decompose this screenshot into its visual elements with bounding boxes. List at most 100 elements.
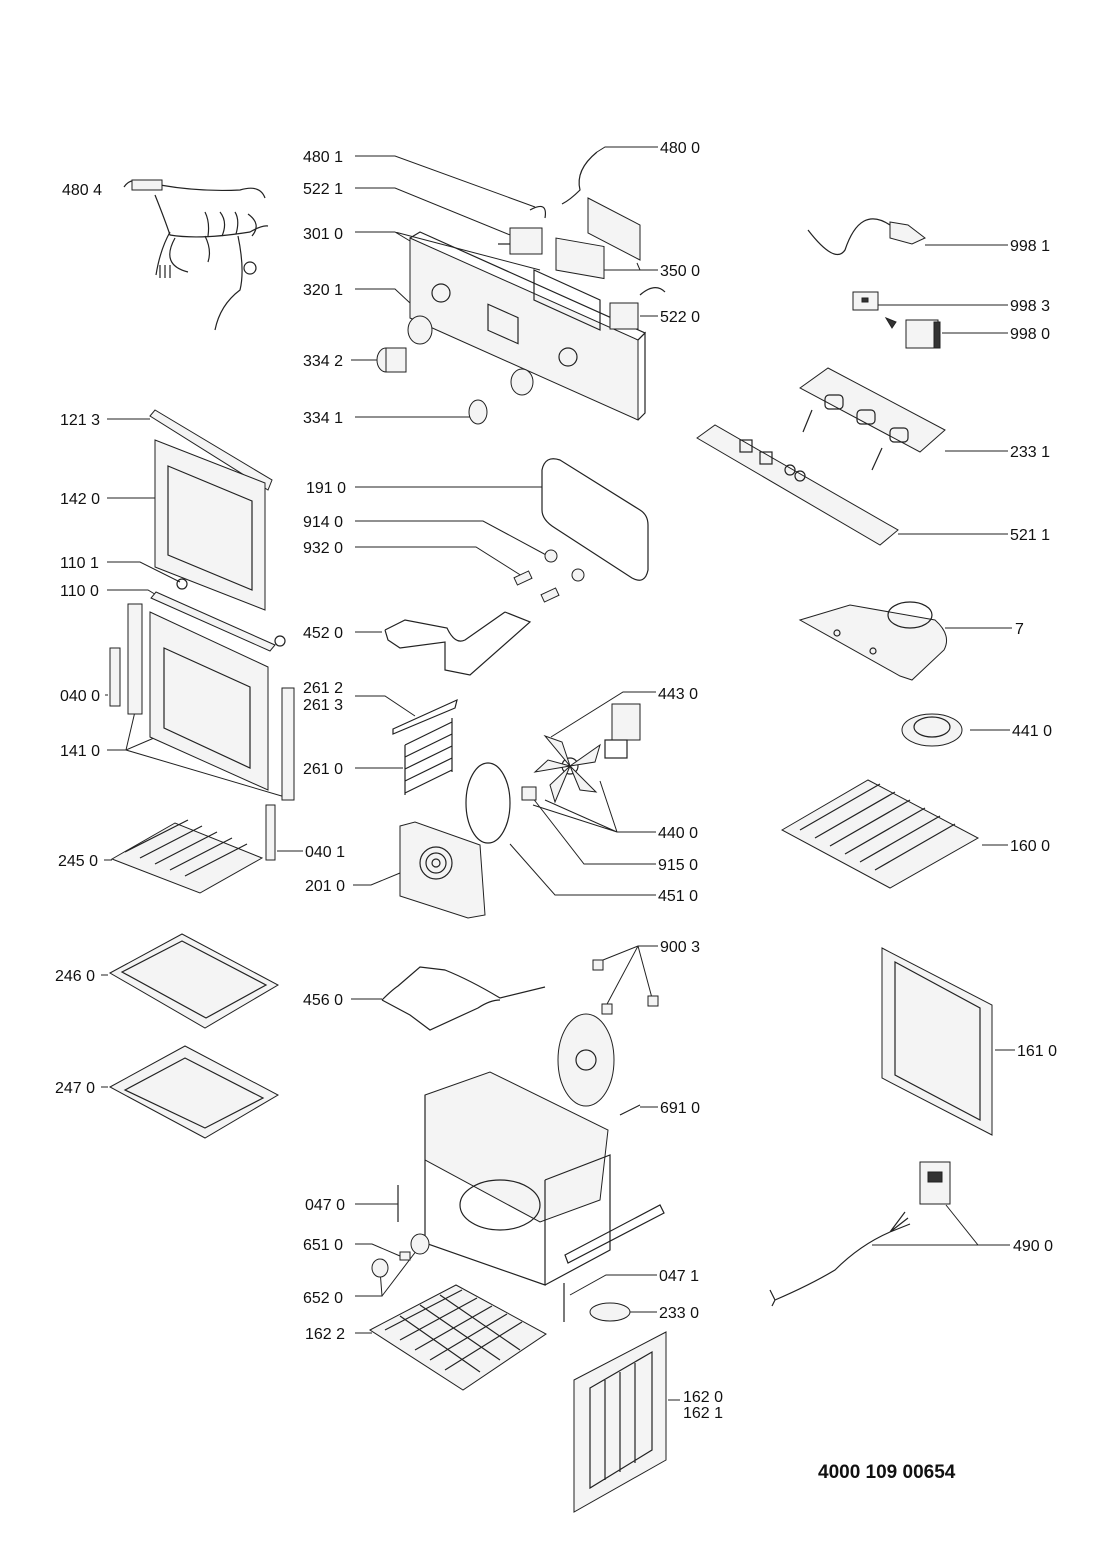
label-261-2: 261 2 — [303, 680, 343, 697]
label-162-2: 162 2 — [305, 1326, 345, 1343]
label-456-0: 456 0 — [303, 992, 343, 1009]
label-040-1: 040 1 — [305, 844, 345, 861]
outer-door-141-0 — [127, 603, 295, 801]
label-160-0: 160 0 — [1010, 838, 1050, 855]
handle-110-0 — [150, 578, 286, 652]
fan-blade-440-0 — [533, 734, 601, 804]
label-261-0: 261 0 — [303, 761, 343, 778]
fan-housing-7 — [798, 601, 947, 681]
hinge-040-0 — [109, 647, 121, 707]
bushing-914-0 — [544, 549, 585, 582]
label-480-0: 480 0 — [660, 140, 700, 157]
label-110-0: 110 0 — [60, 583, 99, 600]
label-047-0: 047 0 — [305, 1197, 345, 1214]
callout-labels: 480 4 480 1 522 1 301 0 320 1 334 2 334 … — [55, 140, 1057, 1422]
label-334-1: 334 1 — [303, 410, 343, 427]
module-998-0 — [905, 319, 941, 349]
leader-914-0 — [355, 520, 549, 557]
label-320-1: 320 1 — [303, 282, 343, 299]
label-142-0: 142 0 — [60, 491, 100, 508]
clips-900-3 — [592, 959, 659, 1015]
label-521-1: 521 1 — [1010, 527, 1050, 544]
leader-lines — [101, 146, 1015, 1401]
oven-cavity — [424, 1071, 665, 1286]
label-451-0: 451 0 — [658, 888, 698, 905]
wiring-harness-480-4 — [123, 179, 269, 331]
bracket-233-1 — [799, 367, 946, 471]
label-998-0: 998 0 — [1010, 326, 1050, 343]
circular-element-451-0 — [465, 762, 511, 844]
label-522-0: 522 0 — [660, 309, 700, 326]
lamp-cover-652-0 — [371, 1233, 430, 1278]
label-490-0: 490 0 — [1013, 1238, 1053, 1255]
leader-047-1 — [569, 1274, 657, 1296]
fan-motor-443-0 — [604, 703, 641, 759]
back-plate — [557, 1013, 615, 1107]
label-998-1: 998 1 — [1010, 238, 1050, 255]
leader-915-0 — [531, 796, 656, 865]
leader-451-0 — [509, 843, 656, 896]
top-panel-160-0 — [780, 779, 980, 889]
knob-bezel-320-1 — [407, 315, 433, 345]
label-652-0: 652 0 — [303, 1290, 343, 1307]
leader-443-0 — [550, 691, 656, 738]
label-522-1: 522 1 — [303, 181, 343, 198]
hinge-040-1 — [265, 804, 276, 861]
grill-element-452-0 — [384, 611, 532, 676]
leader-490-0 — [872, 1204, 1010, 1246]
wire-480-1 — [529, 205, 547, 219]
label-914-0: 914 0 — [303, 514, 343, 531]
side-panel-161-0 — [881, 947, 993, 1136]
leader-301-0 — [355, 231, 541, 271]
side-panel-162-0 — [573, 1331, 667, 1513]
inner-glass-142-0 — [154, 439, 266, 611]
leader-201-0 — [353, 872, 401, 886]
label-261-3: 261 3 — [303, 697, 343, 714]
leader-652-0 — [355, 1245, 421, 1297]
shelf-support-261-0 — [392, 698, 458, 795]
label-246-0: 246 0 — [55, 968, 95, 985]
part-drawings — [108, 151, 993, 1513]
bracket-233-0 — [589, 1302, 631, 1322]
label-334-2: 334 2 — [303, 353, 343, 370]
leader-480-1 — [355, 155, 536, 208]
display-module-350-0 — [555, 197, 641, 280]
label-201-0: 201 0 — [305, 878, 345, 895]
power-cable-490-0 — [769, 1161, 951, 1307]
knob-334-1 — [468, 368, 534, 425]
label-7: 7 — [1015, 621, 1024, 638]
leader-110-1 — [107, 561, 181, 583]
leader-261-2-3 — [355, 695, 416, 717]
control-panel-301-0 — [409, 231, 647, 421]
leader-651-0 — [355, 1243, 401, 1257]
label-900-3: 900 3 — [660, 939, 700, 956]
label-121-3: 121 3 — [60, 412, 100, 429]
arrow-icon — [884, 316, 897, 329]
label-141-0: 141 0 — [60, 743, 100, 760]
label-441-0: 441 0 — [1012, 723, 1052, 740]
switch-522-1 — [498, 227, 543, 255]
bottom-panel-162-2 — [369, 1284, 547, 1391]
label-691-0: 691 0 — [660, 1100, 700, 1117]
label-350-0: 350 0 — [660, 263, 700, 280]
label-162-1: 162 1 — [683, 1405, 723, 1422]
leader-440-0 — [532, 780, 656, 833]
label-162-0: 162 0 — [683, 1389, 723, 1406]
label-443-0: 443 0 — [658, 686, 698, 703]
label-452-0: 452 0 — [303, 625, 343, 642]
lamp-651-0 — [399, 1251, 411, 1261]
cooling-fan-441-0 — [901, 713, 963, 747]
label-233-0: 233 0 — [659, 1305, 699, 1322]
leader-110-0 — [107, 589, 159, 597]
leader-522-1 — [355, 187, 516, 238]
leader-480-0 — [596, 146, 658, 153]
cable-998-1 — [807, 218, 926, 255]
label-440-0: 440 0 — [658, 825, 698, 842]
deep-tray-247-0 — [108, 1045, 280, 1139]
label-480-1: 480 1 — [303, 149, 343, 166]
nut-915-0 — [521, 786, 537, 801]
switch-522-0 — [609, 287, 666, 330]
knob-334-2 — [376, 347, 407, 373]
diagram-reference-code: 4000 109 00654 — [818, 1462, 956, 1483]
